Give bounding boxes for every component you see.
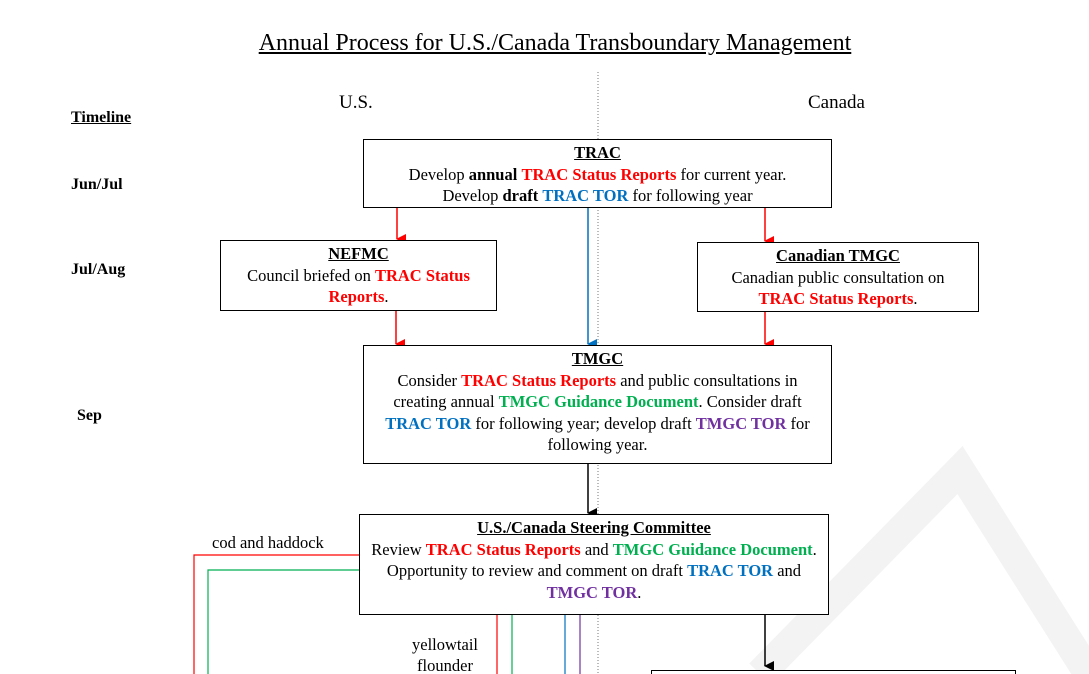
trac-status-reports: TRAC Status Reports	[425, 539, 581, 559]
text: .	[913, 289, 918, 308]
cod-red-line	[193, 554, 359, 674]
nefmc-heading: NEFMC	[328, 244, 389, 263]
text: Review	[371, 539, 426, 559]
tmgc-tor: TMGC TOR	[695, 413, 787, 433]
text: and public consultations in creating ann…	[393, 370, 798, 412]
trac-status-reports: TRAC Status Reports	[521, 164, 677, 184]
cod-green-line	[207, 569, 359, 674]
page-title: Annual Process for U.S./Canada Transboun…	[258, 30, 852, 56]
steering-committee-box: U.S./Canada Steering Committee Review TR…	[359, 514, 829, 615]
nefmc-box: NEFMC Council briefed on TRAC Status Rep…	[220, 240, 497, 311]
timeline-header: Timeline	[71, 109, 132, 126]
text: for following year; develop draft	[471, 413, 696, 433]
trac-tor: TRAC TOR	[542, 186, 629, 205]
text: annual	[468, 164, 518, 184]
canada-column-header: Canada	[808, 92, 865, 113]
trac-box: TRAC Develop annual TRAC Status Reports …	[363, 139, 832, 208]
text: Develop	[408, 164, 469, 184]
text: Develop	[442, 186, 503, 205]
text: for current year.	[676, 164, 787, 184]
canadian-tmgc-heading: Canadian TMGC	[776, 246, 900, 265]
text: . Consider draft	[698, 392, 802, 411]
text: for following year.	[547, 413, 810, 455]
tmgc-guidance-document: TMGC Guidance Document	[498, 392, 699, 411]
trac-status-reports: TRAC Status Reports	[758, 289, 914, 308]
trac-tor: TRAC TOR	[385, 413, 472, 433]
trac-heading: TRAC	[574, 143, 621, 162]
text: draft	[502, 186, 539, 205]
text: .	[637, 582, 642, 602]
tmgc-guidance-document: TMGC Guidance Document	[612, 539, 813, 559]
text: Council briefed on	[247, 265, 375, 285]
canadian-tmgc-box: Canadian TMGC Canadian public consultati…	[697, 242, 979, 312]
tmgc-heading: TMGC	[571, 349, 624, 368]
text: for following year	[628, 186, 753, 205]
text: Canadian public consultation on	[731, 267, 945, 287]
text: and	[773, 561, 802, 580]
us-column-header: U.S.	[339, 92, 373, 113]
trac-status-reports: TRAC Status Reports	[328, 265, 470, 307]
trac-status-reports: TRAC Status Reports	[461, 370, 617, 390]
tmgc-box: TMGC Consider TRAC Status Reports and pu…	[363, 345, 832, 464]
text: and	[580, 539, 613, 559]
yellowtail-label: yellowtail flounder	[412, 635, 478, 674]
timeline-sep: Sep	[77, 407, 102, 424]
tmgc-tor: TMGC TOR	[546, 582, 638, 602]
timeline-jul-aug: Jul/Aug	[71, 261, 126, 278]
trac-tor: TRAC TOR	[687, 561, 774, 580]
next-step-box	[651, 670, 1016, 674]
text: . Opportunity to review and comment on d…	[386, 539, 817, 581]
text: .	[384, 287, 389, 306]
cod-haddock-label: cod and haddock	[212, 533, 324, 552]
timeline-jun-jul: Jun/Jul	[71, 176, 123, 193]
text: Consider	[397, 370, 462, 390]
steering-heading: U.S./Canada Steering Committee	[477, 518, 711, 537]
